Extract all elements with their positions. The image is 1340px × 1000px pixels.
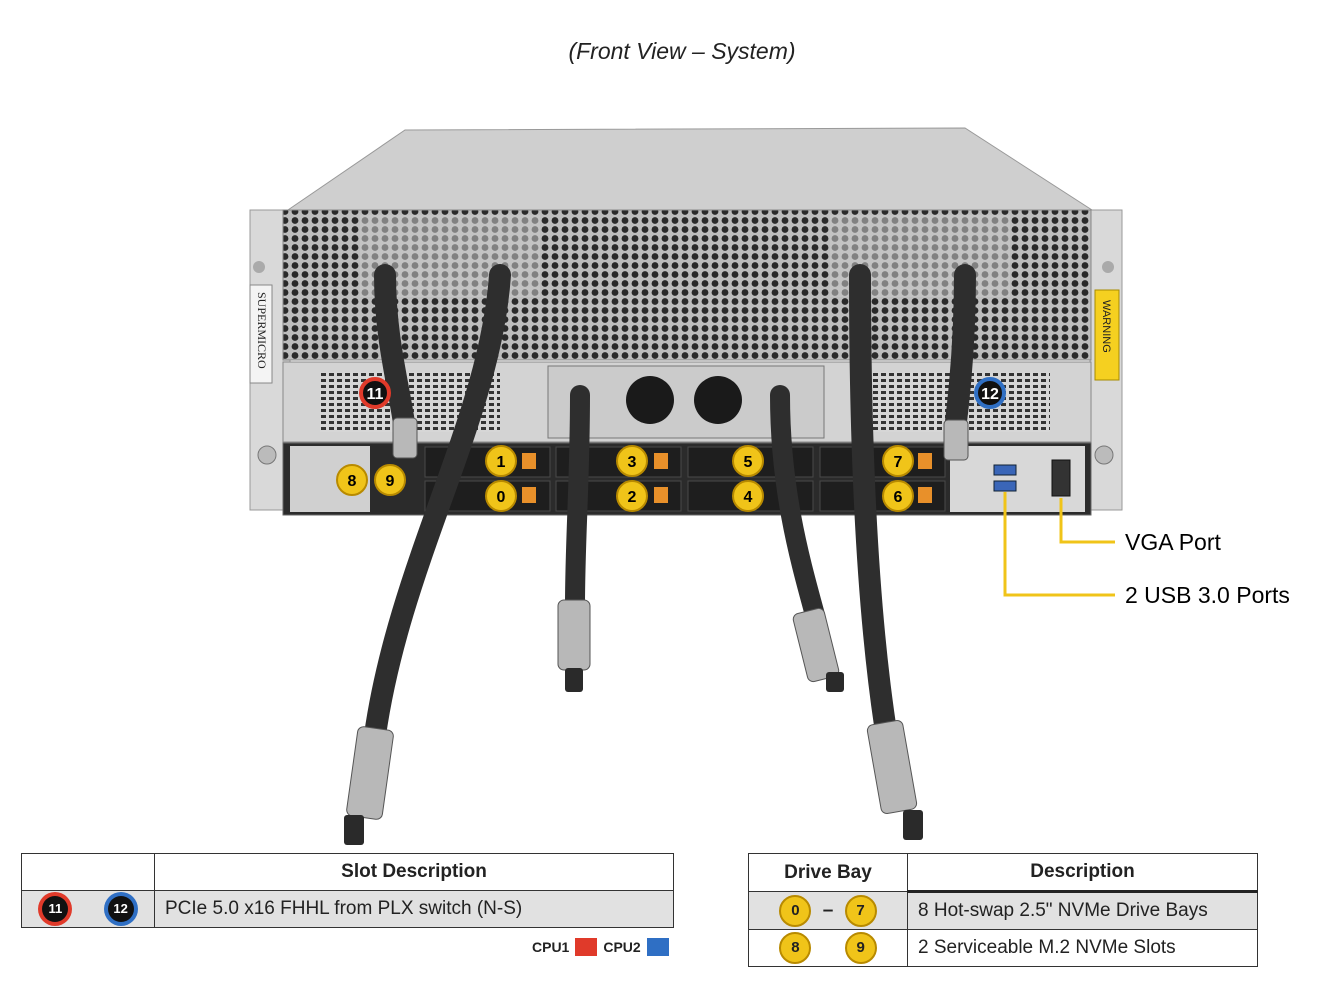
bay-to-badge: 9: [844, 932, 877, 964]
svg-text:11: 11: [367, 386, 384, 403]
slot-table-header: Slot Description: [154, 853, 674, 891]
range-separator: –: [822, 899, 834, 921]
svg-text:7: 7: [894, 454, 903, 471]
vga-port: [1051, 459, 1071, 497]
slot-table: Slot Description 11 12 PCIe 5.0 x16 FHHL…: [21, 853, 674, 928]
warning-label: WARNING: [1100, 300, 1112, 353]
bay-to-badge: 7: [844, 894, 877, 927]
usb-callout-line: [1003, 492, 1115, 597]
hose-5: [849, 264, 896, 736]
drive-bay-4-marker: 4: [732, 480, 764, 512]
svg-text:5: 5: [744, 454, 753, 471]
view-title: (Front View – System): [568, 38, 796, 64]
fitting: [346, 726, 394, 820]
pcie-slot-12-marker: 12: [974, 377, 1006, 409]
drive-bay-6-marker: 6: [882, 480, 914, 512]
cpu-legend: CPU1 CPU2: [532, 938, 669, 956]
drive-range-cell: 0 – 7: [748, 891, 908, 930]
slot-12-badge: 12: [107, 896, 134, 922]
hose-2: [364, 264, 511, 746]
vga-callout-label: VGA Port: [1125, 529, 1221, 555]
drive-row-desc: 8 Hot-swap 2.5" NVMe Drive Bays: [907, 891, 1258, 930]
fitting: [792, 607, 840, 683]
table-row: 0 – 7 8 Hot-swap 2.5" NVMe Drive Bays: [748, 891, 1258, 930]
brand-label: SUPERMICRO: [255, 292, 269, 369]
drive-bay-3-marker: 3: [616, 445, 648, 477]
drive-row-desc: 2 Serviceable M.2 NVMe Slots: [907, 929, 1258, 967]
svg-text:3: 3: [628, 454, 637, 471]
svg-text:2: 2: [628, 489, 637, 506]
drive-bay-8-marker: 8: [336, 464, 368, 496]
svg-text:6: 6: [894, 489, 903, 506]
drive-table-header-row: Drive Bay Description: [748, 853, 1258, 893]
hose-1: [374, 264, 416, 441]
drive-bay-0-marker: 0: [485, 480, 517, 512]
fitting: [866, 720, 918, 814]
svg-text:1: 1: [497, 454, 506, 471]
fitting: [943, 419, 969, 461]
svg-text:12: 12: [981, 386, 999, 403]
hose-4: [770, 385, 825, 625]
usb-port-2: [993, 480, 1017, 492]
cpu2-swatch: [646, 938, 669, 956]
fitting: [557, 599, 591, 671]
drive-bay-9-marker: 9: [374, 464, 406, 496]
usb-port-1: [993, 464, 1017, 476]
slot-badges-cell: 11 12: [21, 890, 155, 928]
slot-11-badge: 11: [42, 896, 69, 922]
hose-6: [944, 264, 976, 441]
drive-range-cell: 8 9: [748, 929, 908, 967]
bay-from-badge: 0: [779, 894, 812, 927]
drive-bay-2-marker: 2: [616, 480, 648, 512]
drive-bay-header: Drive Bay: [748, 853, 908, 892]
cpu2-label: CPU2: [603, 939, 641, 955]
svg-text:0: 0: [497, 489, 506, 506]
pcie-slot-11-marker: 11: [359, 377, 391, 409]
drive-table: Drive Bay Description 0 – 7 8 Hot-swap 2…: [748, 853, 1258, 967]
slot-table-badge-header: [21, 853, 155, 891]
drive-desc-header: Description: [907, 853, 1258, 893]
hose-3: [565, 385, 590, 615]
svg-text:9: 9: [386, 473, 395, 490]
svg-text:4: 4: [744, 489, 753, 506]
bay-from-badge: 8: [779, 932, 812, 964]
slot-table-header-row: Slot Description: [21, 853, 674, 891]
slot-description: PCIe 5.0 x16 FHHL from PLX switch (N-S): [154, 890, 674, 928]
table-row: 11 12 PCIe 5.0 x16 FHHL from PLX switch …: [21, 890, 674, 928]
fitting: [392, 417, 418, 459]
drive-bay-7-marker: 7: [882, 445, 914, 477]
svg-text:8: 8: [348, 473, 357, 490]
drive-bay-5-marker: 5: [732, 445, 764, 477]
drive-bay-1-marker: 1: [485, 445, 517, 477]
cpu1-label: CPU1: [532, 939, 570, 955]
cpu1-swatch: [575, 938, 598, 956]
chassis-top: [283, 127, 1094, 213]
vga-callout-line: [1059, 498, 1115, 544]
table-row: 8 9 2 Serviceable M.2 NVMe Slots: [748, 929, 1258, 967]
usb-callout-label: 2 USB 3.0 Ports: [1125, 582, 1290, 608]
